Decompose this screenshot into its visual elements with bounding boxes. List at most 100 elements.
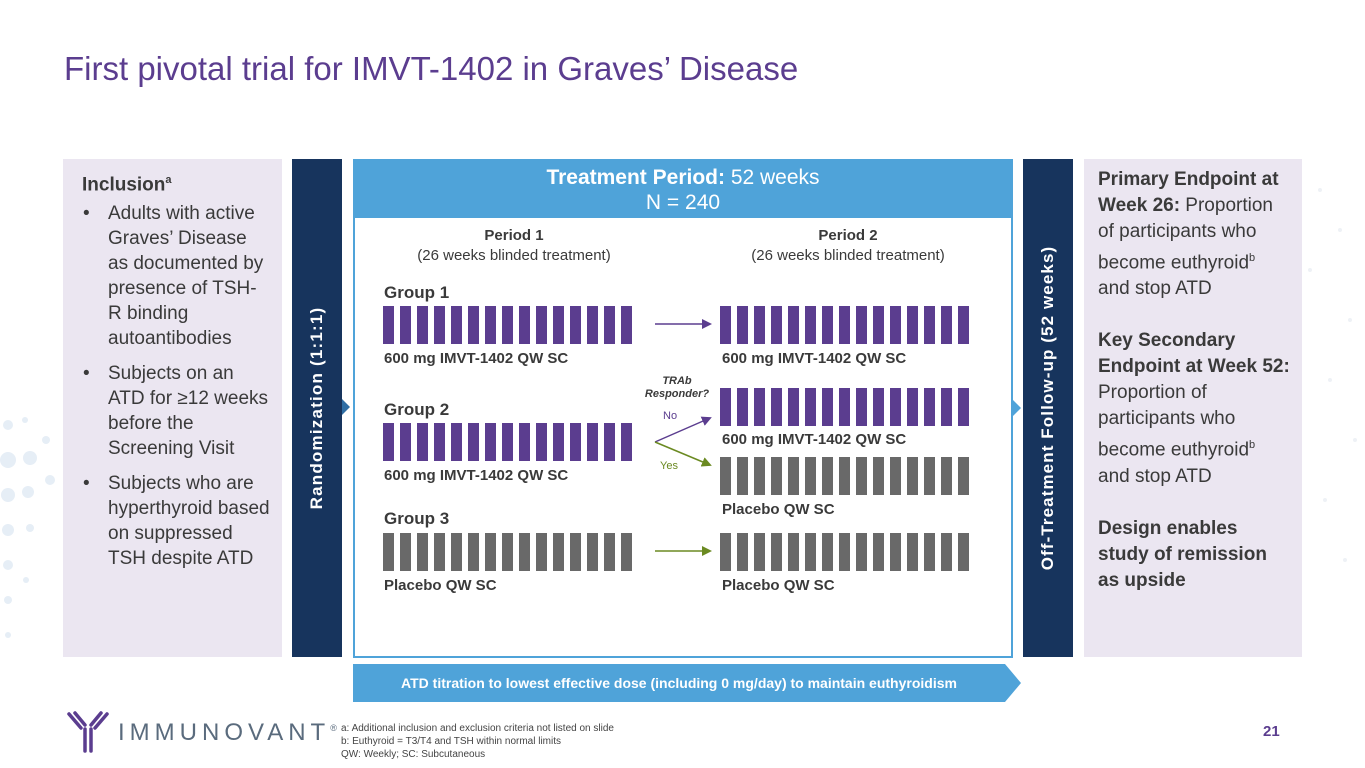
dose-bar (873, 388, 884, 426)
dose-bar (485, 306, 496, 344)
dose-bar (941, 388, 952, 426)
group-1-label: Group 1 (384, 283, 450, 302)
secondary-endpoint: Key Secondary Endpoint at Week 52: Propo… (1098, 330, 1290, 487)
dose-bar (839, 533, 850, 571)
dose-bar (737, 533, 748, 571)
dose-bar (519, 533, 530, 571)
dose-bar (720, 306, 731, 344)
dose-bar (822, 388, 833, 426)
dose-bar (822, 457, 833, 495)
period-2-header: Period 2(26 weeks blinded treatment) (751, 227, 945, 264)
dose-bar (604, 533, 615, 571)
dose-bar (856, 306, 867, 344)
treatment-period-header: Treatment Period: 52 weeks N = 240 (355, 161, 1011, 218)
dose-bar (890, 533, 901, 571)
group-1-period-2-bars (720, 306, 969, 344)
dose-bar (788, 306, 799, 344)
randomization-label: Randomization (1:1:1) (307, 306, 326, 510)
page-number: 21 (1263, 723, 1280, 740)
dose-bar (941, 533, 952, 571)
dose-bar (941, 306, 952, 344)
dose-bar (720, 388, 731, 426)
dose-bar (958, 388, 969, 426)
inclusion-list: Adults with active Graves’ Disease as do… (82, 201, 270, 571)
dose-bar (822, 533, 833, 571)
group-3-period-2-bars (720, 533, 969, 571)
dose-bar (587, 423, 598, 461)
primary-endpoint: Primary Endpoint at Week 26: Proportion … (1098, 169, 1279, 300)
dose-bar (958, 457, 969, 495)
dose-bar (737, 306, 748, 344)
dose-bar (587, 306, 598, 344)
group-1-period-1-dose: 600 mg IMVT-1402 QW SC (384, 350, 569, 367)
dose-bar (856, 388, 867, 426)
dose-bar (502, 306, 513, 344)
dose-bar (924, 457, 935, 495)
dose-bar (788, 457, 799, 495)
dose-bar (856, 533, 867, 571)
dose-bar (434, 423, 445, 461)
dose-bar (604, 306, 615, 344)
atd-titration-banner: ATD titration to lowest effective dose (… (353, 664, 1021, 702)
dose-bar (805, 306, 816, 344)
dose-bar (771, 533, 782, 571)
dose-bar (873, 306, 884, 344)
dose-bar (839, 457, 850, 495)
dose-bar (856, 457, 867, 495)
inclusion-item: Subjects on an ATD for ≥12 weeks before … (82, 361, 270, 461)
group-2-responder-dose: Placebo QW SC (722, 501, 835, 518)
dose-bar (890, 306, 901, 344)
dose-bar (400, 423, 411, 461)
dose-bar (924, 306, 935, 344)
group-2-nonresponder-bars (720, 388, 969, 426)
dose-bar (907, 533, 918, 571)
dose-bar (924, 533, 935, 571)
footnotes: a: Additional inclusion and exclusion cr… (341, 722, 614, 761)
dose-bar (924, 388, 935, 426)
dose-bar (451, 533, 462, 571)
dose-bar (788, 388, 799, 426)
dose-bar (434, 533, 445, 571)
dose-bar (604, 423, 615, 461)
group-2-label: Group 2 (384, 400, 450, 419)
dose-bar (958, 533, 969, 571)
dose-bar (873, 533, 884, 571)
dose-bar (417, 306, 428, 344)
group-3-label: Group 3 (384, 509, 450, 528)
randomization-arrow-icon (342, 399, 350, 415)
dose-bar (468, 533, 479, 571)
dose-bar (383, 306, 394, 344)
dose-bar (771, 306, 782, 344)
inclusion-item: Adults with active Graves’ Disease as do… (82, 201, 270, 351)
group-2-responder-bars (720, 457, 969, 495)
dose-bar (621, 423, 632, 461)
dose-bar (383, 423, 394, 461)
dose-bar (771, 457, 782, 495)
dose-bar (788, 533, 799, 571)
branch-yes-label: Yes (660, 460, 678, 472)
dose-bar (468, 306, 479, 344)
group-1-period-2-dose: 600 mg IMVT-1402 QW SC (722, 350, 907, 367)
group-1-period-1-bars (383, 306, 632, 344)
sample-size: N = 240 (645, 191, 721, 214)
design-note: Design enables study of remission as ups… (1098, 517, 1267, 591)
follow-up-bar (1023, 159, 1073, 657)
dose-bar (754, 388, 765, 426)
dose-bar (822, 306, 833, 344)
dose-bar (451, 306, 462, 344)
dose-bar (587, 533, 598, 571)
dose-bar (417, 533, 428, 571)
dose-bar (502, 423, 513, 461)
dose-bar (570, 306, 581, 344)
branch-no-label: No (663, 410, 678, 422)
dose-bar (553, 423, 564, 461)
dose-bar (383, 533, 394, 571)
dose-bar (570, 423, 581, 461)
dose-bar (485, 423, 496, 461)
follow-up-label: Off-Treatment Follow-up (52 weeks) (1038, 245, 1057, 571)
dose-bar (754, 306, 765, 344)
dose-bar (907, 457, 918, 495)
dose-bar (941, 457, 952, 495)
footnote: a: Additional inclusion and exclusion cr… (341, 723, 614, 734)
footnote: b: Euthyroid = T3/T4 and TSH within norm… (341, 736, 561, 747)
